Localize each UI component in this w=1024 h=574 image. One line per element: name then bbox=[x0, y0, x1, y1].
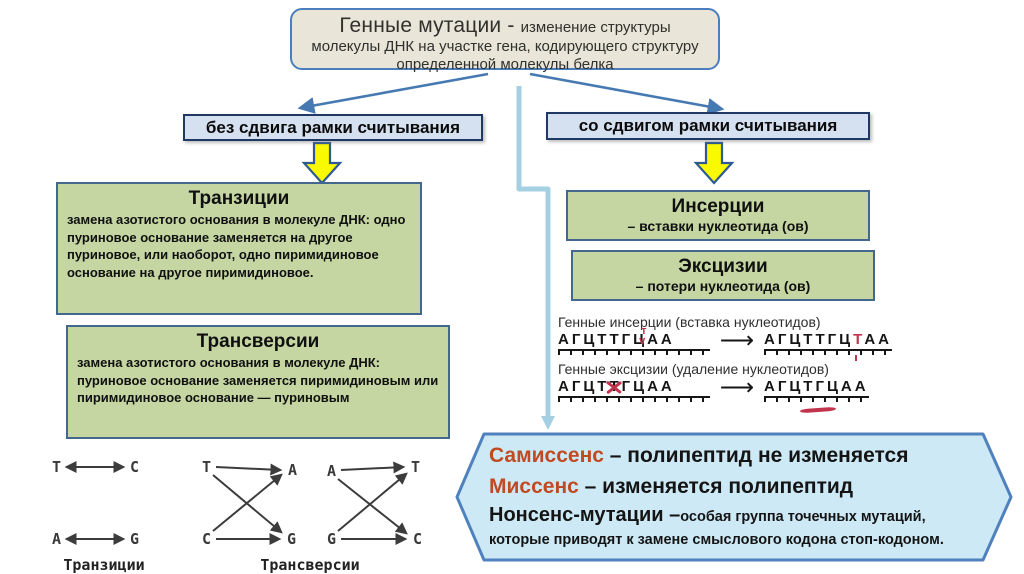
arrow bbox=[215, 463, 283, 476]
red-tick-mark bbox=[854, 355, 858, 361]
transitions-pairs bbox=[64, 461, 126, 545]
excisions-subtitle: – потери нуклеотида (ов) bbox=[635, 278, 811, 294]
nucleotide-letter: T bbox=[411, 458, 420, 476]
sequence-text: АГЦТ bbox=[764, 378, 816, 395]
arrow bbox=[337, 478, 408, 535]
sequence-text: АА bbox=[864, 331, 892, 348]
connector-arrow-icon bbox=[541, 416, 555, 430]
transitions-title: Транзиции bbox=[188, 188, 290, 209]
sequence-text: ГЦАА bbox=[621, 378, 675, 395]
nonsense-definition-end: которые приводят к замене смыслового код… bbox=[489, 532, 944, 548]
sequence-text: АГЦТТГЦ bbox=[764, 331, 854, 348]
nucleotide-letter: T bbox=[52, 458, 61, 476]
crossed-out-letter: Т bbox=[609, 378, 622, 395]
insertions-title: Инсерции bbox=[671, 196, 765, 217]
excision-figure-label: Генные эксцизии (удаление нуклеотидов) bbox=[558, 361, 829, 377]
missense-term: Миссенс bbox=[489, 475, 579, 498]
sequence-ruler bbox=[558, 349, 710, 356]
inserted-letter: т bbox=[641, 325, 650, 337]
mutation-types-callout: Самиссенс – полипептид не изменяется Мис… bbox=[455, 432, 1013, 562]
sequence-ruler bbox=[558, 396, 710, 403]
title-description: изменение структуры молекулы ДНК на учас… bbox=[311, 19, 699, 73]
insertions-subtitle: – вставки нуклеотида (ов) bbox=[627, 218, 809, 234]
insertion-figure-label: Генные инсерции (вставка нуклеотидов) bbox=[558, 314, 821, 330]
nucleotide-letter: G bbox=[287, 530, 296, 548]
nucleotide-letter: C bbox=[130, 458, 139, 476]
sequence-text: АГЦТ bbox=[558, 378, 610, 395]
hexagon-shape bbox=[455, 432, 1013, 562]
samissense-term: Самиссенс bbox=[489, 444, 604, 467]
transversions-diagram-label: Трансверсии bbox=[260, 556, 359, 574]
nucleotide-letter: T bbox=[202, 458, 211, 476]
title-box: Генные мутации - изменение структуры мол… bbox=[290, 8, 720, 73]
nucleotide-letter: A bbox=[288, 461, 297, 479]
excision-row: АГЦТТГЦАА ⟶ АГЦТГЦАА bbox=[558, 374, 920, 414]
missense-line: Миссенс – изменяется полипептид bbox=[489, 471, 997, 502]
sequence-after-excision: АГЦТГЦАА bbox=[764, 378, 869, 414]
excisions-box: Эксцизии – потери нуклеотида (ов) bbox=[571, 250, 875, 301]
transversions-box: Трансверсии замена азотистого основания … bbox=[66, 325, 450, 439]
connector-line bbox=[516, 86, 551, 418]
nucleotide-letter: A bbox=[52, 530, 61, 548]
sequence-text: АГЦТТГЦ bbox=[558, 331, 648, 348]
transversions-cross-2 bbox=[337, 461, 408, 545]
sequence-before-excision: АГЦТТГЦАА bbox=[558, 378, 710, 403]
transversions-cross-1 bbox=[212, 463, 283, 545]
branch-arrow-right-icon bbox=[529, 72, 725, 115]
down-arrow-right-icon bbox=[693, 141, 735, 185]
nucleotide-letter: G bbox=[130, 530, 139, 548]
right-arrow-icon: ⟶ bbox=[719, 374, 755, 401]
inserted-letter-red: Т bbox=[853, 331, 865, 348]
page-title: Генные мутации - bbox=[339, 14, 521, 37]
branch-frameshift: со сдвигом рамки считывания bbox=[546, 112, 870, 140]
arrow bbox=[337, 472, 408, 532]
red-underline-mark bbox=[799, 406, 836, 414]
excisions-title: Эксцизии bbox=[678, 256, 768, 277]
arrow bbox=[212, 473, 283, 532]
transversions-body: замена азотистого основания в молекуле Д… bbox=[77, 355, 439, 406]
nucleotide-letter: G bbox=[327, 530, 336, 548]
dna-sequences-figure: Генные инсерции (вставка нуклеотидов) АГ… bbox=[558, 314, 920, 432]
transversions-title: Трансверсии bbox=[196, 331, 320, 352]
substitution-letter-diagram: T C A G T A C G A T G C Транзиции Трансв… bbox=[52, 458, 422, 574]
nonsense-definition-start: особая группа точечных мутаций, bbox=[680, 509, 926, 525]
callout-text: Самиссенс – полипептид не изменяется Мис… bbox=[489, 440, 997, 550]
samissense-line: Самиссенс – полипептид не изменяется bbox=[489, 440, 997, 471]
down-arrow-left-icon bbox=[301, 141, 343, 185]
sequence-text: ГЦАА bbox=[815, 378, 869, 395]
right-arrow-icon: ⟶ bbox=[719, 327, 755, 354]
branch-no-frameshift: без сдвига рамки считывания bbox=[183, 114, 483, 141]
nucleotide-letter: C bbox=[413, 530, 422, 548]
nonsense-line: Нонсенс-мутации –особая группа точечных … bbox=[489, 502, 997, 530]
nonsense-term: Нонсенс-мутации – bbox=[489, 504, 681, 526]
nucleotide-letter: C bbox=[202, 530, 211, 548]
sequence-ruler bbox=[764, 349, 892, 356]
nucleotide-letter: A bbox=[327, 462, 336, 480]
transitions-box: Транзиции замена азотистого основания в … bbox=[56, 182, 422, 315]
branch-arrow-left-icon bbox=[297, 72, 489, 114]
arrow bbox=[340, 461, 406, 474]
sequence-ruler bbox=[764, 396, 869, 403]
insertions-box: Инсерции – вставки нуклеотида (ов) bbox=[566, 190, 870, 241]
missense-definition: – изменяется полипептид bbox=[578, 475, 854, 498]
sequence-text: АА bbox=[647, 331, 675, 348]
transitions-diagram-label: Транзиции bbox=[63, 556, 144, 574]
sequence-after-insertion: АГЦТТГЦТАА bbox=[764, 331, 892, 361]
caret-icon: v bbox=[639, 335, 649, 347]
samissense-definition: – полипептид не изменяется bbox=[603, 444, 909, 467]
transitions-body: замена азотистого основания в молекуле Д… bbox=[67, 212, 406, 280]
